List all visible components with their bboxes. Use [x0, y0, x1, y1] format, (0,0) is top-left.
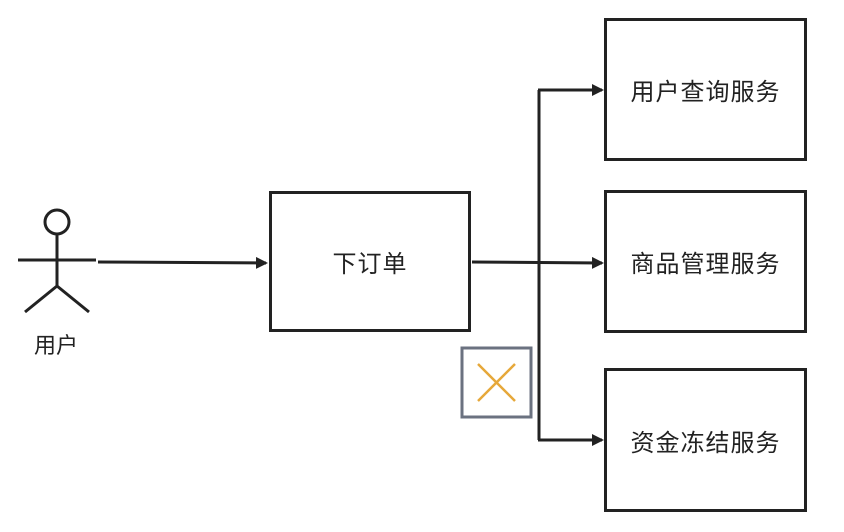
order-node-label: 下订单 — [332, 250, 408, 278]
order-node: 下订单 — [269, 191, 471, 332]
user-query-service-node: 用户查询服务 — [604, 18, 807, 161]
arrow-actor-to-order — [97, 256, 268, 269]
fund-freeze-service-node: 资金冻结服务 — [604, 368, 807, 512]
actor-label: 用户 — [33, 334, 78, 359]
product-mgmt-service-label: 商品管理服务 — [630, 250, 781, 278]
product-mgmt-service-node: 商品管理服务 — [604, 190, 807, 333]
arrow-order-to-product-mgmt — [471, 256, 604, 269]
user-query-service-label: 用户查询服务 — [630, 78, 781, 106]
actor-stick-figure-icon — [18, 208, 96, 314]
fail-cross-icon — [460, 346, 533, 419]
fund-freeze-service-label: 资金冻结服务 — [630, 428, 781, 457]
